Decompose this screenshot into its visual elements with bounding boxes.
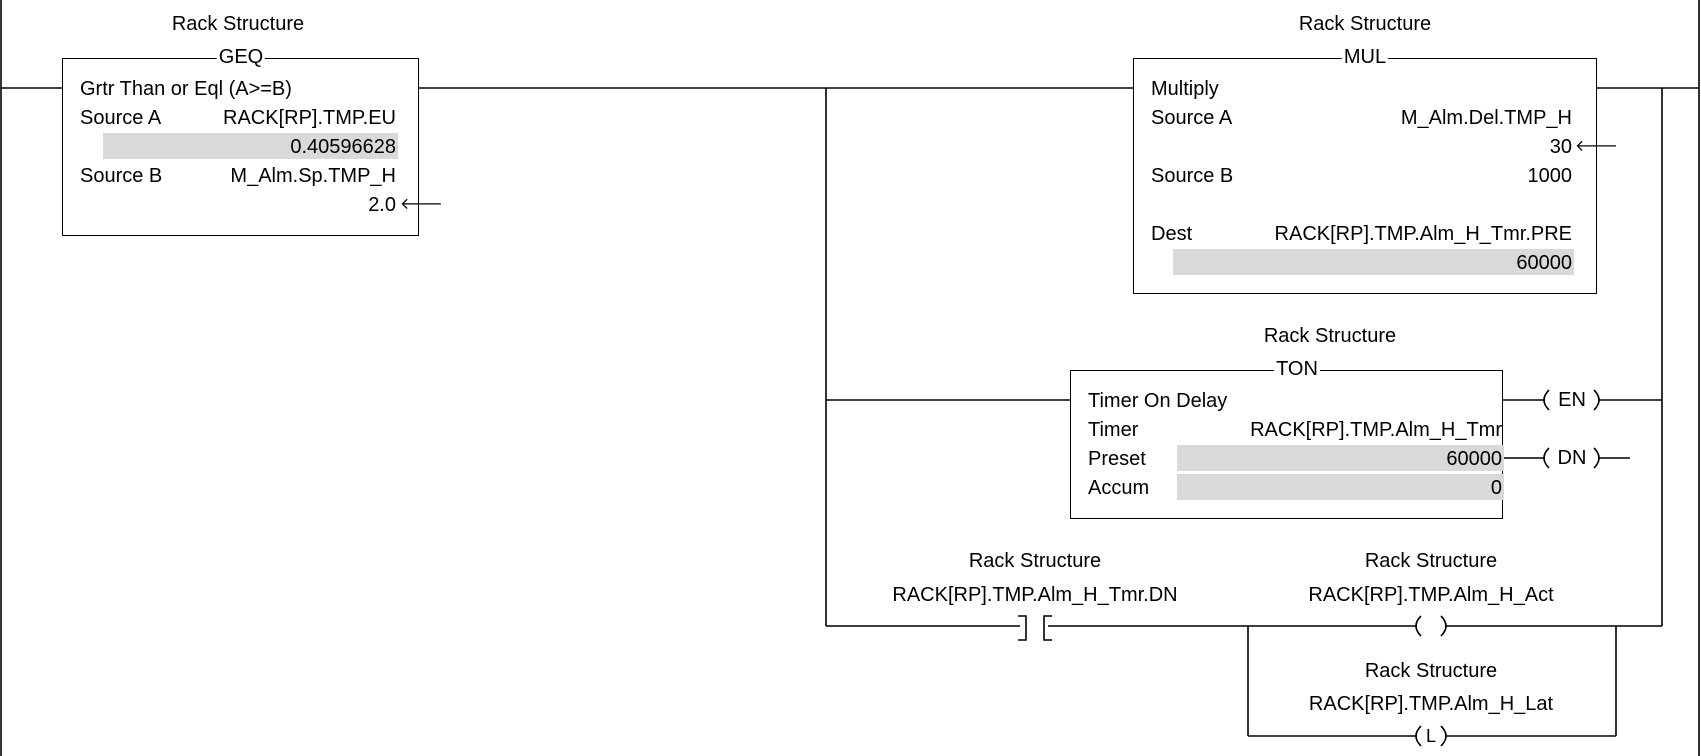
mul-source-a-value: 30 (1549, 136, 1572, 158)
mul-dest-tag[interactable]: RACK[RP].TMP.Alm_H_Tmr.PRE (1274, 223, 1572, 245)
geq-source-b-tag[interactable]: M_Alm.Sp.TMP_H (230, 165, 396, 187)
geq-source-a-label: Source A (80, 107, 162, 129)
ton-en-output: EN (1558, 389, 1586, 411)
geq-source-b-label: Source B (80, 165, 163, 187)
otl-coil-letter: L (1425, 726, 1437, 746)
ton-description: Timer On Delay (1088, 390, 1228, 412)
geq-source-b-value: 2.0 (368, 194, 396, 216)
ton-accum-label: Accum (1088, 477, 1150, 499)
latch-coil-icon (1415, 725, 1447, 747)
mul-source-a-tag[interactable]: M_Alm.Del.TMP_H (1400, 107, 1572, 129)
ton-preset-label: Preset (1088, 448, 1146, 470)
ote-structure-label: Rack Structure (1364, 550, 1498, 572)
left-arrow-icon: 🡐 (1575, 138, 1618, 155)
geq-source-a-tag[interactable]: RACK[RP].TMP.EU (223, 107, 396, 129)
geq-structure-label: Rack Structure (171, 13, 305, 35)
ton-accum-value[interactable]: 0 (1490, 477, 1502, 499)
mul-dest-value-field (1173, 249, 1574, 275)
xic-tag[interactable]: RACK[RP].TMP.Alm_H_Tmr.DN (892, 584, 1178, 606)
normally-open-contact-icon (1018, 615, 1052, 641)
geq-source-a-value-field (103, 133, 398, 159)
mul-instruction-block[interactable]: MUL Multiply Source A M_Alm.Del.TMP_H 30… (1133, 47, 1618, 294)
otl-tag[interactable]: RACK[RP].TMP.Alm_H_Lat (1308, 693, 1554, 715)
mul-source-a-label: Source A (1151, 107, 1233, 129)
mul-dest-value: 60000 (1516, 252, 1572, 274)
ote-tag[interactable]: RACK[RP].TMP.Alm_H_Act (1308, 584, 1554, 606)
mul-mnemonic: MUL (1341, 46, 1389, 68)
otl-structure-label: Rack Structure (1364, 660, 1498, 682)
mul-source-b-value[interactable]: 1000 (1527, 165, 1573, 187)
ton-timer-label: Timer (1088, 419, 1139, 441)
geq-source-a-value: 0.40596628 (290, 136, 396, 158)
geq-description: Grtr Than or Eql (A>=B) (80, 78, 292, 100)
left-arrow-icon: 🡐 (400, 196, 443, 213)
ton-mnemonic: TON (1274, 358, 1320, 380)
output-coil-icon (1415, 615, 1447, 637)
xic-structure-label: Rack Structure (968, 550, 1102, 572)
mul-description: Multiply (1151, 78, 1219, 100)
ton-preset-value-field (1177, 445, 1504, 471)
ton-timer-tag[interactable]: RACK[RP].TMP.Alm_H_Tmr (1250, 419, 1502, 441)
ton-dn-output: DN (1557, 447, 1587, 469)
mul-source-b-label: Source B (1151, 165, 1234, 187)
geq-instruction-block[interactable]: GEQ Grtr Than or Eql (A>=B) Source A RAC… (62, 47, 443, 236)
ton-structure-label: Rack Structure (1263, 325, 1397, 347)
mul-structure-label: Rack Structure (1298, 13, 1432, 35)
geq-mnemonic: GEQ (216, 46, 266, 68)
ton-instruction-block[interactable]: TON Timer On Delay Timer RACK[RP].TMP.Al… (1070, 359, 1504, 519)
ton-preset-value[interactable]: 60000 (1446, 448, 1502, 470)
ton-accum-value-field (1177, 474, 1504, 500)
mul-dest-label: Dest (1151, 223, 1193, 245)
